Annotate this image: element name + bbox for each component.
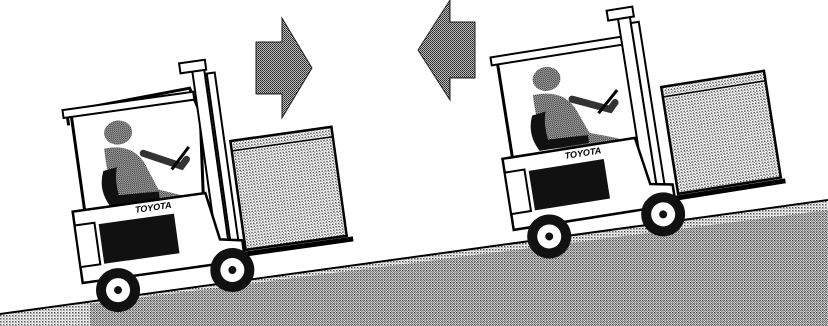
arrow-left-icon bbox=[418, 0, 475, 100]
load-box bbox=[661, 71, 781, 194]
arrow-right-icon bbox=[256, 18, 312, 118]
load-box bbox=[230, 127, 346, 250]
